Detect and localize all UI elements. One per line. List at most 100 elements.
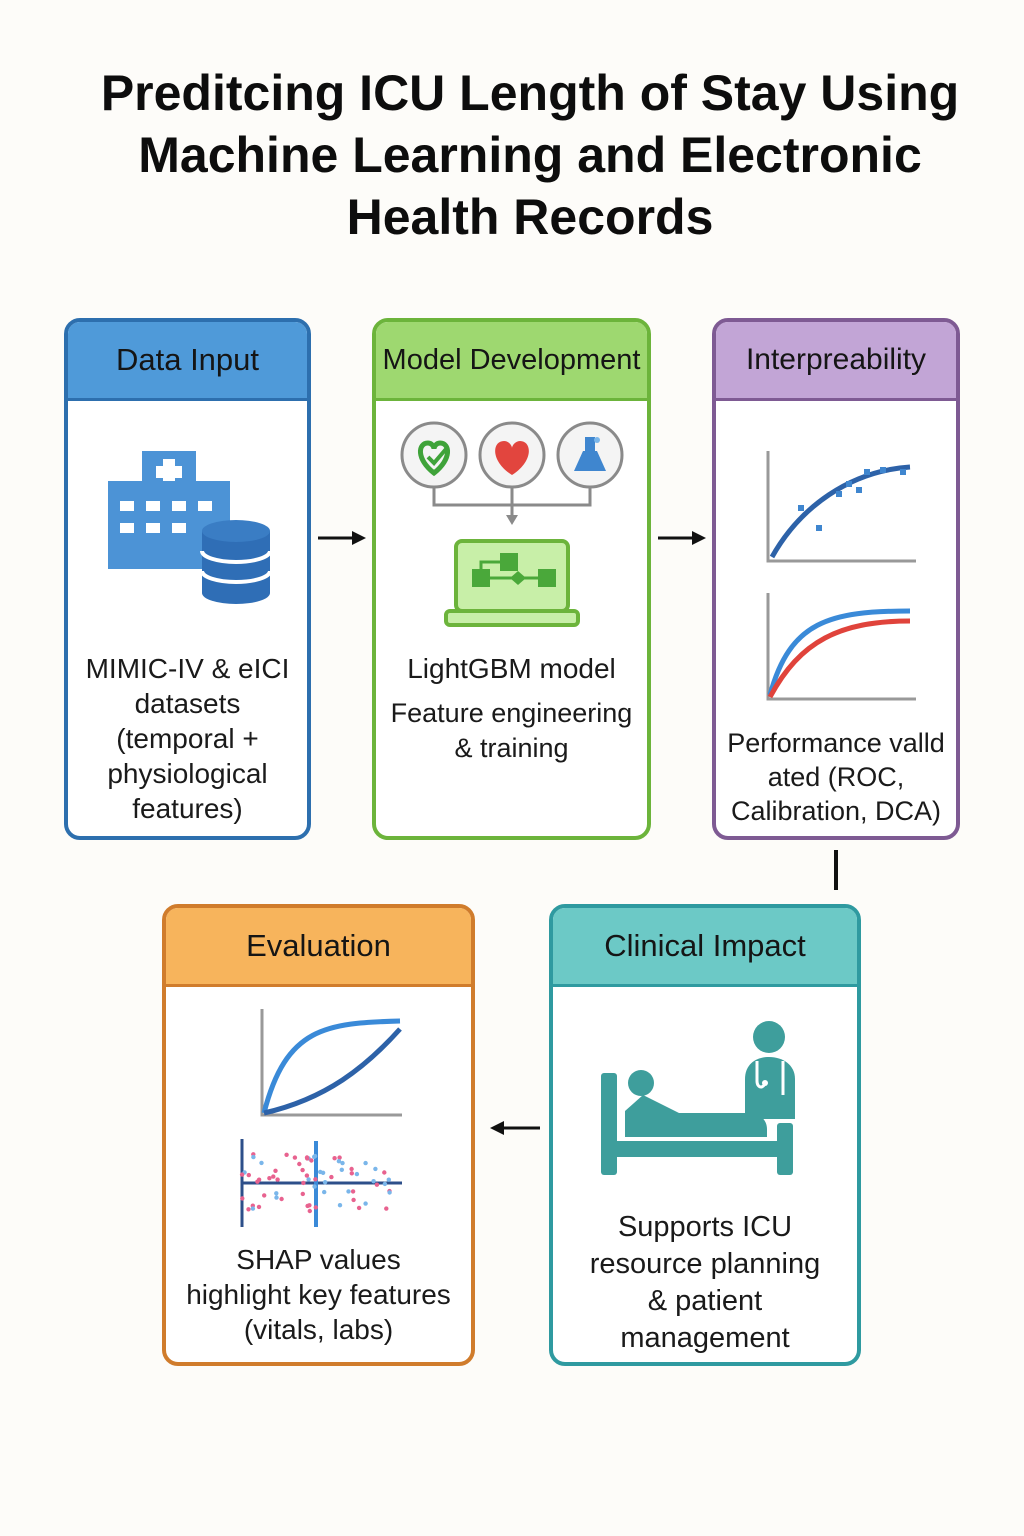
- shap-dot: [250, 1206, 256, 1211]
- shap-dot: [349, 1171, 354, 1176]
- arrow-left-icon: [490, 1121, 540, 1135]
- laptop-flowchart-icon: [444, 539, 580, 627]
- curve-chart-icon: [260, 1009, 402, 1117]
- hospital-database-icon: [108, 451, 272, 604]
- shap-dot: [374, 1182, 380, 1187]
- shap-dot: [387, 1190, 392, 1195]
- shap-dot: [350, 1189, 356, 1194]
- shap-dot: [309, 1158, 314, 1163]
- patient-bed-doctor-icon: [601, 1021, 795, 1175]
- shap-dot: [382, 1181, 388, 1187]
- shap-dot: [297, 1161, 302, 1167]
- card-header: Clinical Impact: [553, 908, 857, 987]
- shap-dot: [356, 1205, 362, 1211]
- shap-dot: [346, 1189, 351, 1194]
- desc-line: SHAP values: [236, 1244, 401, 1275]
- shap-dot: [279, 1196, 284, 1202]
- heart-check-icon: [400, 421, 468, 489]
- desc-line: Feature engineering: [390, 698, 633, 728]
- desc-line: resource planning: [589, 1248, 821, 1280]
- shap-dot: [318, 1169, 323, 1175]
- shap-dot: [274, 1191, 279, 1196]
- shap-scatter-icon: [239, 1139, 402, 1227]
- shap-dot: [351, 1197, 356, 1203]
- shap-dot: [246, 1172, 251, 1178]
- shap-dot: [336, 1159, 342, 1164]
- shap-dot: [267, 1176, 272, 1181]
- desc-line: Calibration, DCA): [730, 796, 942, 826]
- shap-dot: [255, 1179, 260, 1184]
- title-line-2: Machine Learning and Electronic: [138, 127, 922, 183]
- shap-dot: [386, 1177, 391, 1182]
- shap-dot: [301, 1180, 306, 1186]
- card-description: SHAP values highlight key features (vita…: [166, 1242, 471, 1347]
- shap-dot: [305, 1203, 310, 1209]
- card-description: Performance valld ated (ROC, Calibration…: [716, 726, 956, 828]
- shap-dot: [312, 1154, 317, 1159]
- shap-dot: [322, 1189, 327, 1195]
- shap-dot: [246, 1207, 251, 1212]
- shap-dot: [256, 1204, 262, 1210]
- shap-dot: [349, 1166, 354, 1172]
- shap-dot: [354, 1171, 360, 1177]
- shap-dot: [300, 1167, 305, 1173]
- shap-dot: [259, 1160, 264, 1166]
- shap-dot: [312, 1184, 317, 1189]
- shap-dot: [300, 1191, 305, 1197]
- desc-line: (vitals, labs): [243, 1314, 394, 1345]
- shap-dot: [322, 1180, 328, 1185]
- card-model-development: Model Development: [372, 318, 651, 840]
- card-evaluation: Evaluation SHAP values highlight key fea…: [162, 904, 475, 1366]
- desc-line: Performance valld: [727, 728, 945, 758]
- shap-dot: [239, 1172, 245, 1177]
- card-data-input: Data Input MIMIC-IV & eICI datasets (tem…: [64, 318, 311, 840]
- shap-dot: [337, 1155, 342, 1160]
- shap-dot: [329, 1174, 334, 1180]
- card-description: MIMIC-IV & eICI datasets (temporal + phy…: [68, 651, 307, 826]
- desc-line: ated (ROC,: [767, 762, 905, 792]
- shap-dot: [332, 1156, 337, 1161]
- connector-line: [834, 850, 838, 890]
- desc-line: highlight key features: [186, 1279, 451, 1310]
- shap-dot: [339, 1167, 344, 1172]
- arrow-right-icon: [318, 531, 366, 545]
- heart-icon: [478, 421, 546, 489]
- card-header: Model Development: [376, 322, 647, 401]
- card-clinical-impact: Clinical Impact Supports ICU resource pl…: [549, 904, 861, 1366]
- desc-line: & training: [454, 733, 569, 763]
- page-title: Preditcing ICU Length of Stay Using Mach…: [60, 62, 1000, 248]
- shap-dot: [284, 1152, 289, 1157]
- shap-dot: [313, 1205, 318, 1210]
- shap-dot: [363, 1160, 368, 1166]
- shap-dot: [384, 1206, 389, 1211]
- card-header: Interpreability: [716, 322, 956, 401]
- card-description: LightGBM model Feature engineering & tra…: [376, 651, 647, 766]
- shap-dot: [373, 1166, 378, 1172]
- model-label: LightGBM model: [407, 653, 616, 684]
- calibration-plot-icon: [766, 451, 916, 563]
- card-description: Supports ICU resource planning & patient…: [553, 1209, 857, 1357]
- desc-line: physiological: [107, 758, 268, 789]
- shap-dot: [271, 1174, 276, 1179]
- shap-dot: [307, 1208, 312, 1214]
- shap-dot: [382, 1170, 387, 1175]
- shap-dot: [340, 1160, 345, 1166]
- title-line-1: Preditcing ICU Length of Stay Using: [100, 65, 960, 121]
- desc-line: Supports ICU: [617, 1211, 793, 1243]
- desc-line: (temporal +: [116, 723, 259, 754]
- shap-dot: [292, 1155, 298, 1160]
- shap-dot: [363, 1201, 368, 1206]
- desc-line: & patient: [647, 1285, 763, 1317]
- shap-dot: [262, 1193, 267, 1198]
- model-icons-group: [400, 421, 624, 627]
- shap-dot: [337, 1203, 343, 1208]
- shap-dot: [251, 1154, 256, 1160]
- shap-dot: [240, 1196, 245, 1201]
- arrow-right-icon: [658, 531, 706, 545]
- desc-line: features): [132, 793, 243, 824]
- shap-dot: [304, 1173, 310, 1178]
- card-header: Data Input: [68, 322, 307, 401]
- shap-dot: [274, 1195, 279, 1200]
- shap-dot: [371, 1179, 376, 1184]
- lab-flask-icon: [556, 421, 624, 489]
